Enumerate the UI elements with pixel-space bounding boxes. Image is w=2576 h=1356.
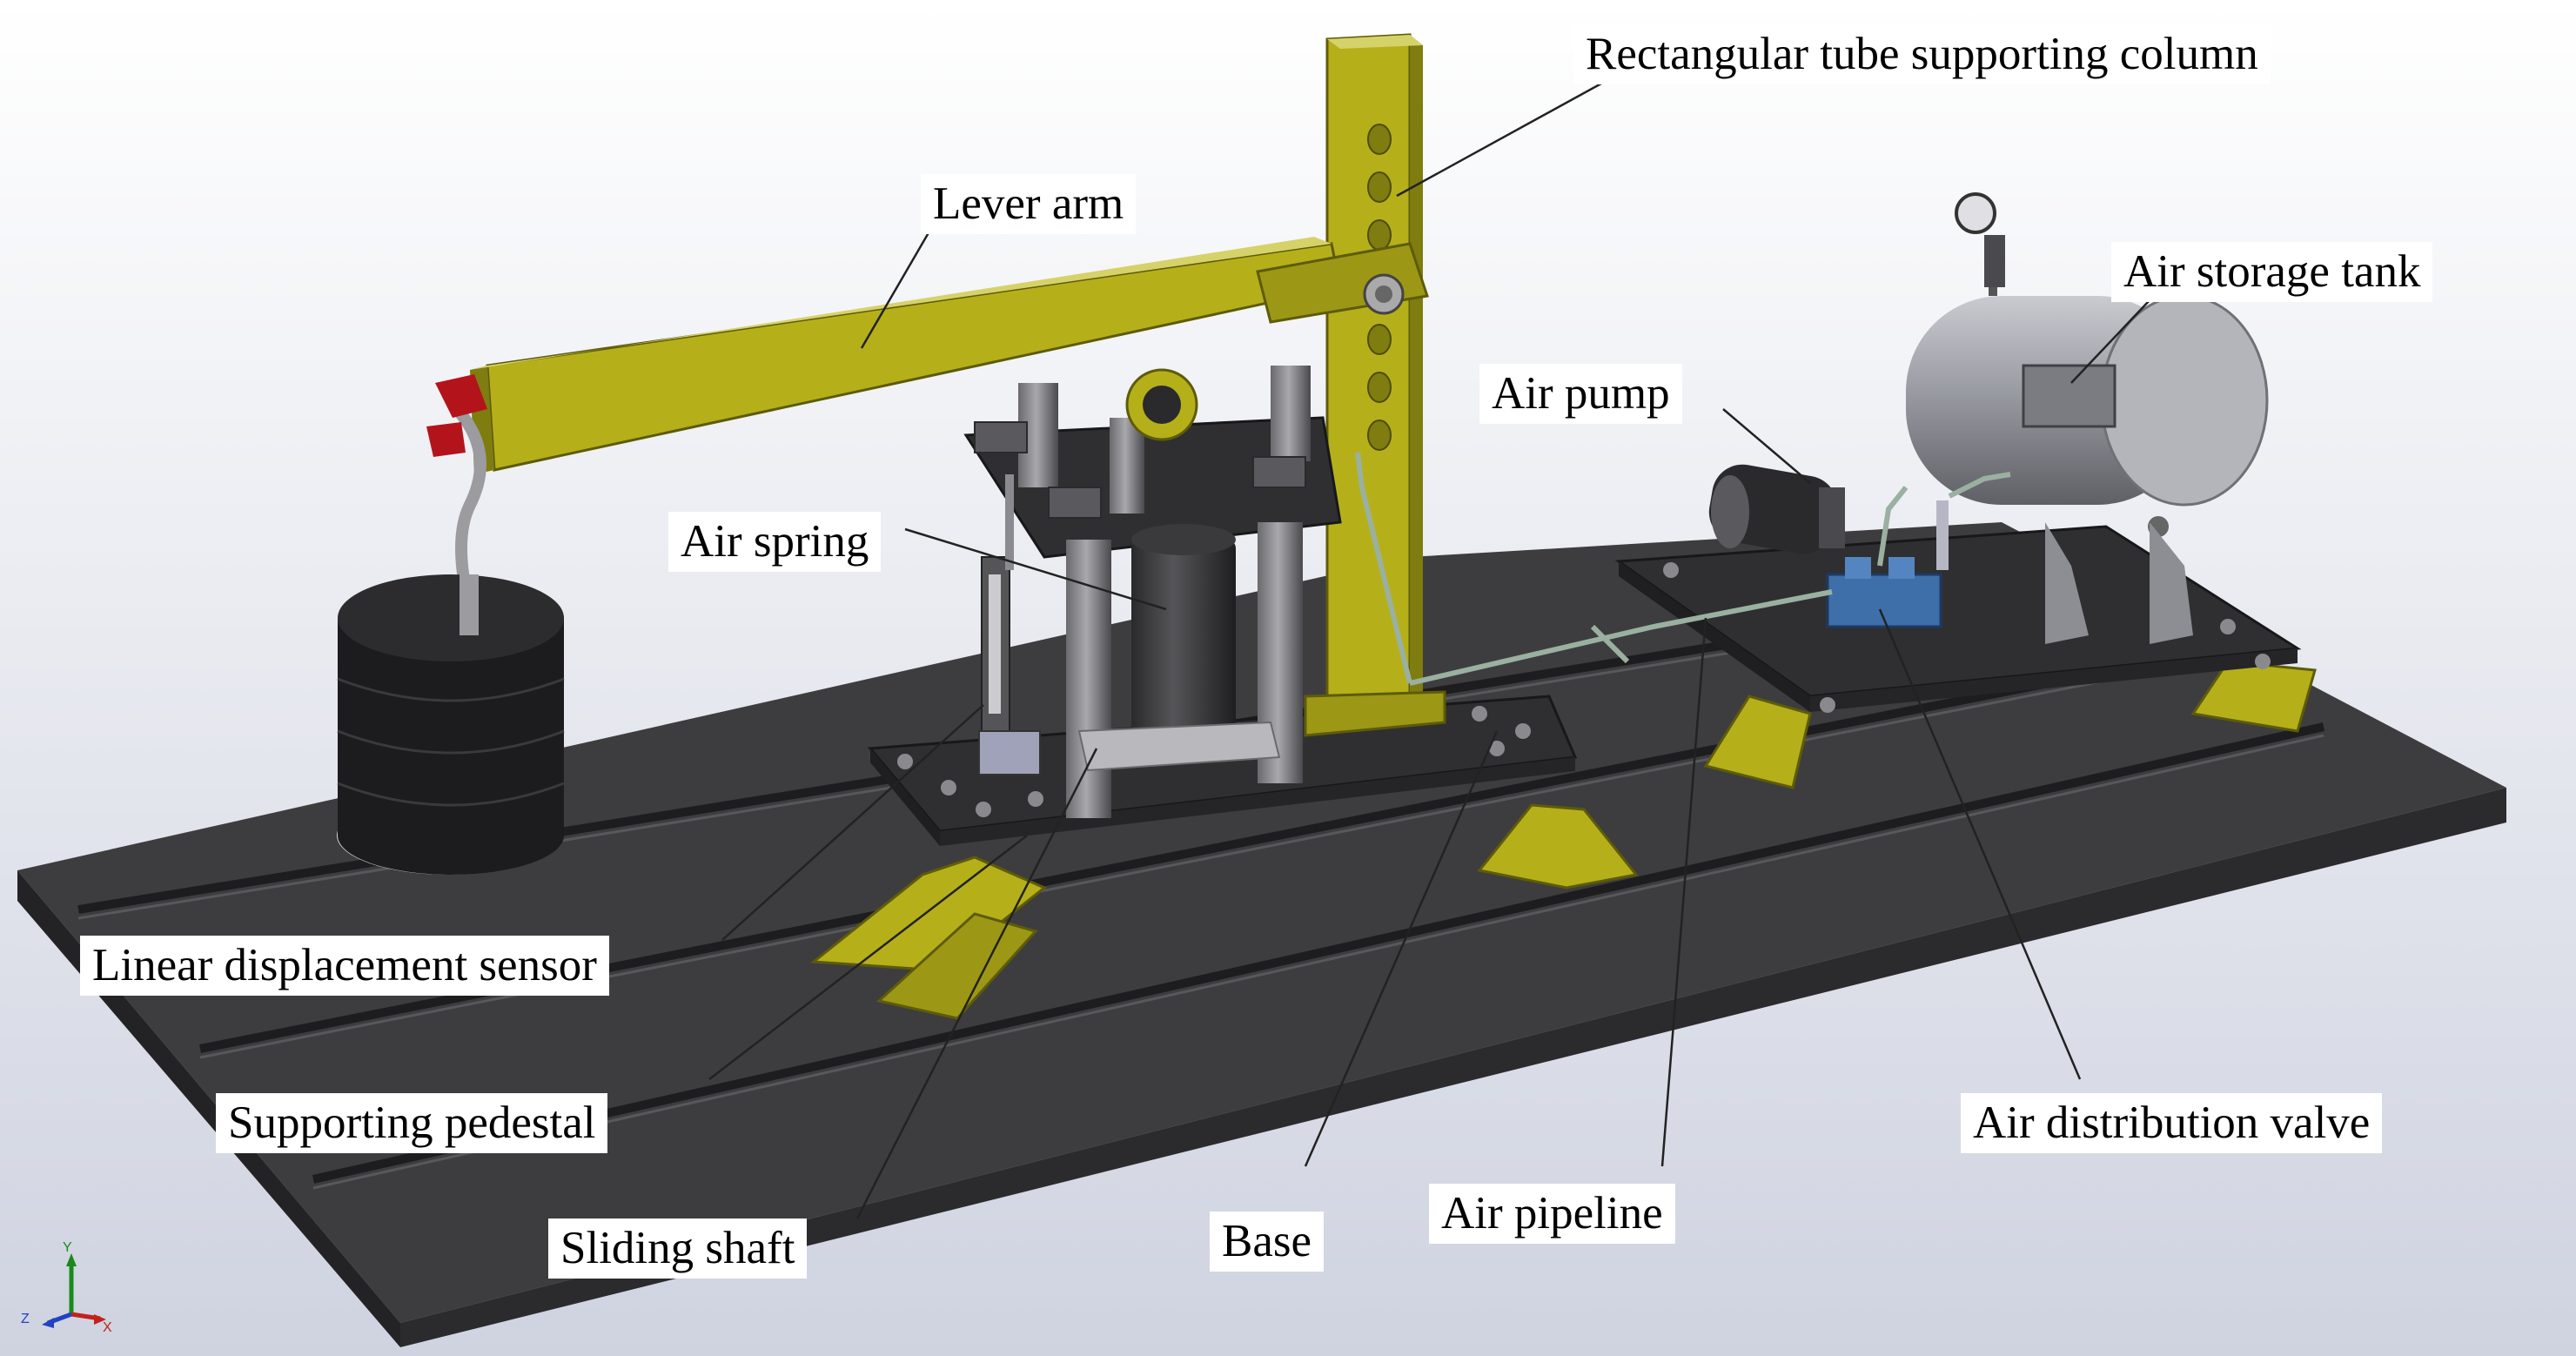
label-air-distribution-valve: Air distribution valve [1961,1093,2383,1153]
label-linear-displacement-sensor: Linear displacement sensor [80,936,609,996]
base-top-surface [17,522,2506,1323]
leader-lines [708,72,2150,1219]
label-supporting-pedestal: Supporting pedestal [216,1093,608,1153]
label-sliding-shaft: Sliding shaft [548,1218,808,1279]
rectangular-column [1304,33,1446,737]
left-pedestal [810,695,1639,1020]
coordinate-triad: Y Z X [21,1240,112,1335]
right-platform [1614,525,2317,789]
label-air-spring: Air spring [668,512,882,572]
label-air-pump: Air pump [1479,364,1682,424]
triad-x-label: X [103,1320,112,1335]
base-front-face [400,788,2506,1347]
label-air-pipeline: Air pipeline [1429,1184,1675,1244]
label-rectangular-column: Rectangular tube supporting column [1573,24,2271,84]
air-storage-tank [1906,192,2269,644]
weight-stack [337,374,565,875]
linear-sensor [978,474,1041,775]
label-lever-arm: Lever arm [921,174,1137,234]
press-assembly [963,366,1342,818]
label-air-storage-tank: Air storage tank [2111,242,2433,302]
air-pump [1708,464,1845,554]
label-base: Base [1210,1212,1325,1272]
air-pipelines [1355,452,2011,686]
triad-y-label: Y [63,1240,72,1255]
triad-z-label: Z [21,1312,30,1326]
